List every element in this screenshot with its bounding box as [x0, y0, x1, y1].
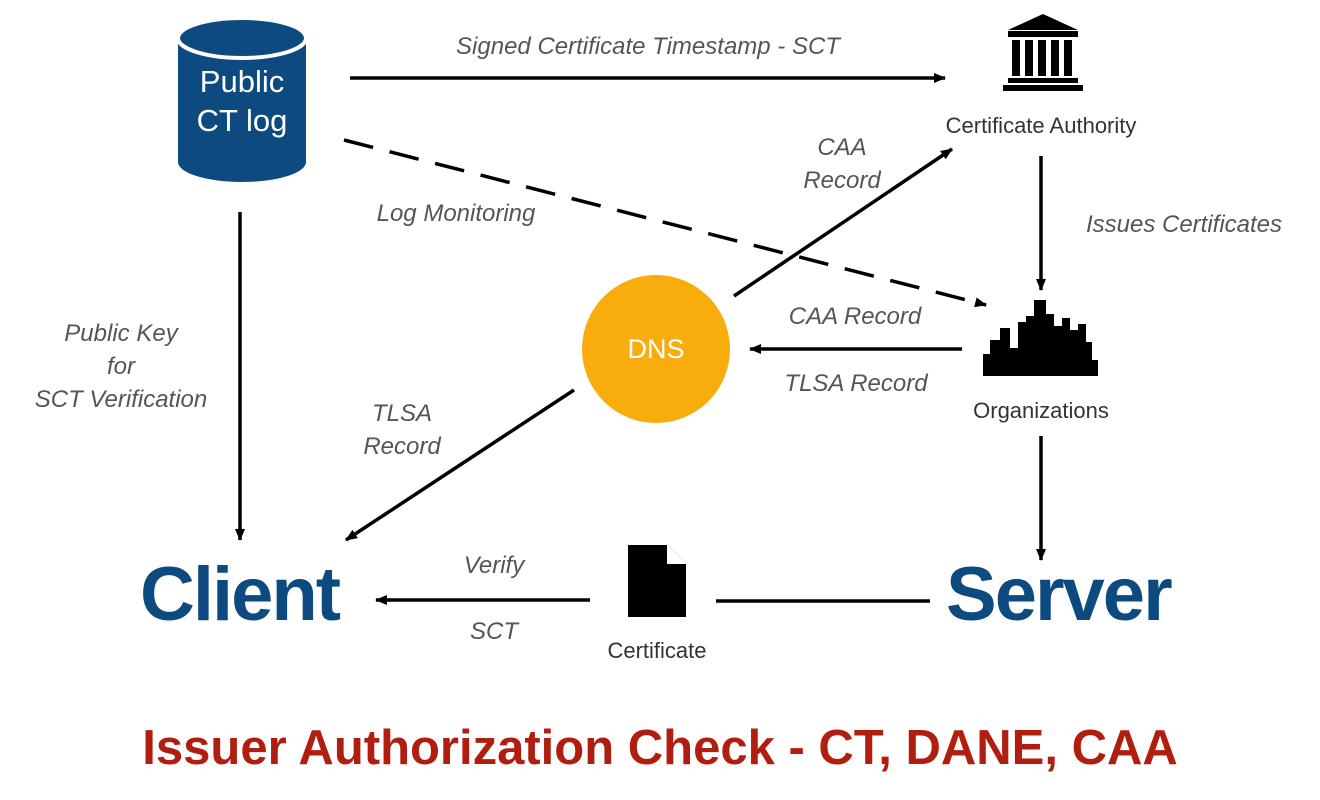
verify-sct-label: SCT — [470, 618, 518, 645]
public-key-line1: Public Key — [64, 320, 178, 347]
tlsa-record-client-line2: Record — [363, 433, 441, 460]
caa-record-to-ca-arrow — [733, 147, 953, 298]
document-icon — [628, 545, 686, 617]
organizations-caption: Organizations — [973, 398, 1109, 423]
client-node: Client — [140, 552, 341, 637]
tlsa-record-client-label: TLSA Record — [346, 397, 458, 463]
diagram-title: Issuer Authorization Check - CT, DANE, C… — [142, 721, 1178, 775]
tlsa-record-to-client-arrow — [345, 388, 575, 542]
caa-record-ca-label: CAA Record — [786, 131, 898, 197]
server-node: Server — [946, 552, 1173, 637]
caa-record-org-label: CAA Record — [788, 303, 922, 330]
ct-log-label: Public CT log — [178, 62, 306, 140]
tlsa-record-client-line1: TLSA — [371, 400, 433, 427]
dns-label: DNS — [627, 334, 685, 364]
verify-label: Verify — [463, 552, 525, 579]
database-icon — [176, 16, 308, 182]
public-key-line3: SCT Verification — [34, 386, 208, 413]
ct-log-label-line2: CT log — [196, 103, 288, 138]
caa-record-ca-line2: Record — [803, 167, 881, 194]
public-key-label: Public Key for SCT Verification — [16, 317, 226, 416]
sct-edge-label: Signed Certificate Timestamp - SCT — [456, 33, 840, 60]
tlsa-record-org-label: TLSA Record — [784, 370, 928, 397]
log-monitoring-arrow — [343, 138, 987, 308]
log-monitoring-label: Log Monitoring — [376, 200, 536, 227]
ca-caption: Certificate Authority — [945, 113, 1137, 138]
ct-log-label-line1: Public — [199, 64, 285, 99]
public-key-line2: for — [106, 353, 135, 380]
certificate-caption: Certificate — [607, 638, 707, 663]
caa-record-ca-line1: CAA — [817, 134, 867, 161]
dns-node — [582, 275, 730, 423]
bank-building-icon — [1003, 14, 1083, 91]
issues-certificates-label: Issues Certificates — [1085, 211, 1283, 238]
city-skyline-icon — [983, 300, 1098, 376]
